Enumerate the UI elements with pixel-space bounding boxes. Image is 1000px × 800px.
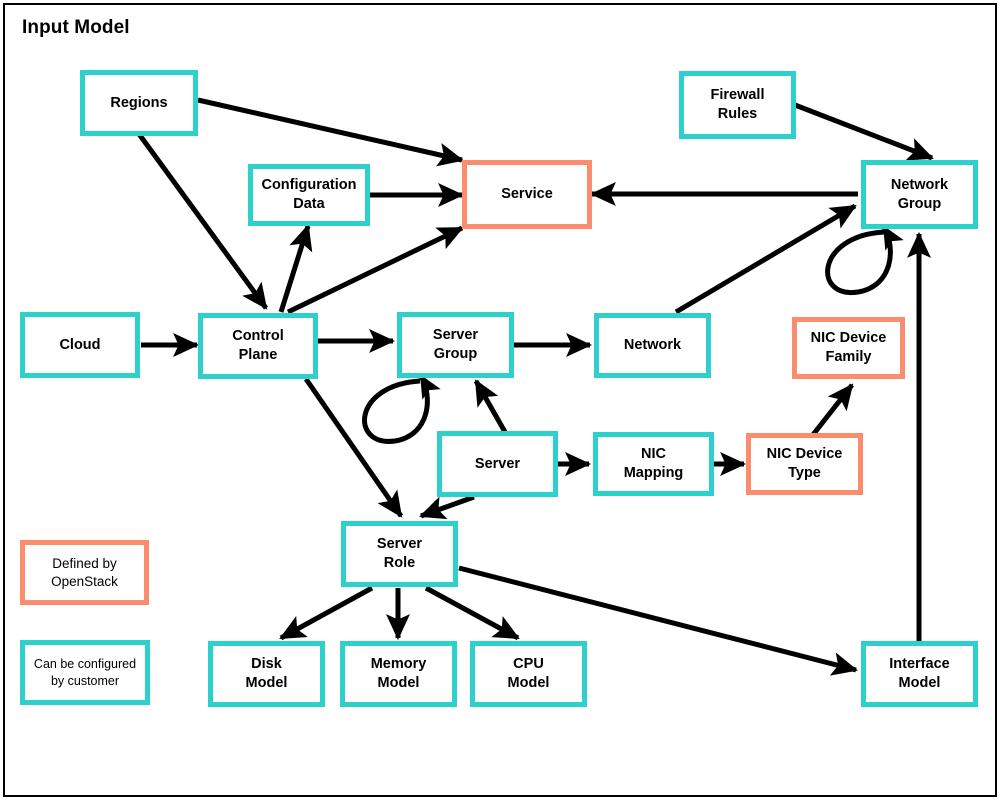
node-server[interactable]: Server — [437, 431, 558, 497]
edge-control-plane-server-role — [303, 377, 404, 518]
edge-regions-control-plane — [136, 132, 269, 310]
node-network-label: Network — [623, 337, 682, 354]
edge-control-plane-config — [278, 224, 313, 313]
node-service-label: Service — [501, 186, 553, 203]
edge-server-role-disk-model — [279, 585, 374, 641]
edge-server-role-cpu-model — [424, 585, 520, 641]
edge-network-group-self-loop — [825, 225, 904, 295]
node-regions-label: Regions — [110, 94, 168, 111]
edge-server-server-group — [473, 379, 508, 434]
edge-network-network-group — [674, 203, 857, 315]
node-network[interactable]: Network — [594, 313, 711, 378]
edge-control-plane-service — [286, 225, 464, 315]
edge-nic-device-type-family — [810, 383, 854, 438]
edge-server-group-self-loop — [362, 374, 441, 444]
node-server-label: Server — [474, 455, 521, 472]
edge-regions-service — [197, 97, 465, 167]
node-cloud-label: Cloud — [59, 336, 101, 353]
node-service[interactable]: Service — [462, 160, 592, 229]
page-title: Input Model — [22, 17, 130, 38]
edge-firewall-network-group — [794, 102, 934, 161]
edge-server-server-role — [419, 494, 475, 520]
node-cloud[interactable]: Cloud — [20, 312, 140, 378]
node-regions[interactable]: Regions — [80, 70, 198, 136]
